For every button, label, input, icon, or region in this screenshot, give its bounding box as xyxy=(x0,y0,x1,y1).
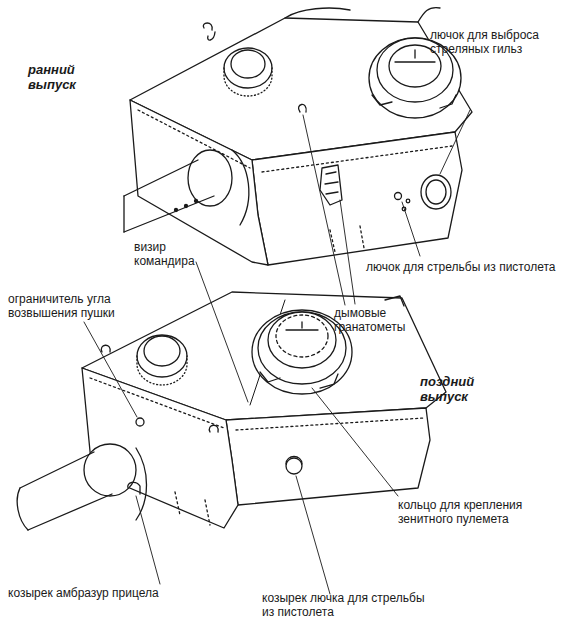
part-label: кольцо для крепления зенитного пулемета xyxy=(398,498,556,526)
part-label: козырек лючка для стрельбы из пистолета xyxy=(262,591,432,619)
part-label: козырек амбразур прицела xyxy=(8,586,208,600)
part-label: визир командира xyxy=(134,240,204,268)
version-title: ранний выпуск xyxy=(28,62,98,92)
version-title: поздний выпуск xyxy=(420,374,482,404)
late-turret xyxy=(17,292,446,530)
part-label: лючок для стрельбы из пистолета xyxy=(366,260,558,274)
early-turret xyxy=(124,8,472,265)
part-label: ограничитель угла возвышения пушки xyxy=(8,292,168,320)
part-label: лючок для выброса стреляных гильз xyxy=(430,28,548,56)
part-label: дымовые гранатометы xyxy=(334,306,416,334)
